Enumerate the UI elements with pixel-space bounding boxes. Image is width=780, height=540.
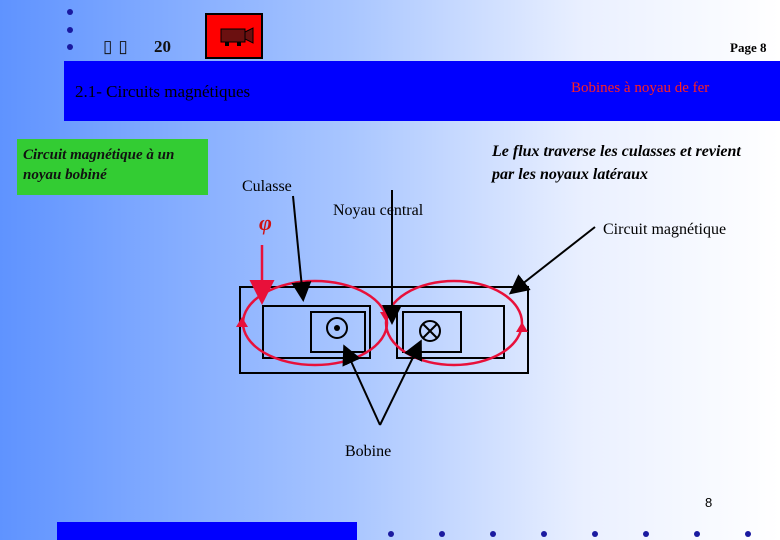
coil-box-right [402,311,462,353]
label-noyau-central: Noyau central [333,202,424,219]
label-bobine: Bobine [345,443,392,460]
decor-dot [67,27,73,33]
arrow-bobine-right [379,339,422,426]
page-label: Page 8 [730,40,767,55]
decor-dot [592,531,598,537]
arrow-bobine-left [342,344,381,426]
label-circuit-magnetique: Circuit magnétique [603,221,727,238]
arrow-culasse [291,195,312,302]
flux-note: Le flux traverse les culasses et revient… [492,143,741,183]
projector-icon[interactable] [205,13,263,59]
slide-number: 20 [154,37,171,56]
decor-dot [490,531,496,537]
page-number: 8 [705,495,713,510]
projector-icon-graphic [220,27,254,46]
coil-box-left [310,311,366,353]
decor-dot [388,531,394,537]
label-culasse: Culasse [242,178,292,195]
core-window-left [262,305,371,359]
decor-dot [439,531,445,537]
flux-symbol: φ [259,210,272,235]
decor-dot [643,531,649,537]
subtitle: Bobines à noyau de fer [571,80,710,96]
section-title: 2.1- Circuits magnétiques [75,82,251,101]
current-out-symbol [326,317,348,339]
decor-dot [745,531,751,537]
header-bar [64,61,780,121]
decor-dot [694,531,700,537]
core-window-right [396,305,505,359]
current-in-symbol [419,320,441,342]
decor-dot [67,44,73,50]
footer-bar [57,522,357,540]
core-outer [239,286,529,374]
arrow-circuit [508,226,596,295]
glyph-placeholders: ▯▯ [103,37,134,56]
decor-dot [67,9,73,15]
sidebar-label: Circuit magnétique à un noyau bobiné [17,139,208,195]
decor-dot [541,531,547,537]
